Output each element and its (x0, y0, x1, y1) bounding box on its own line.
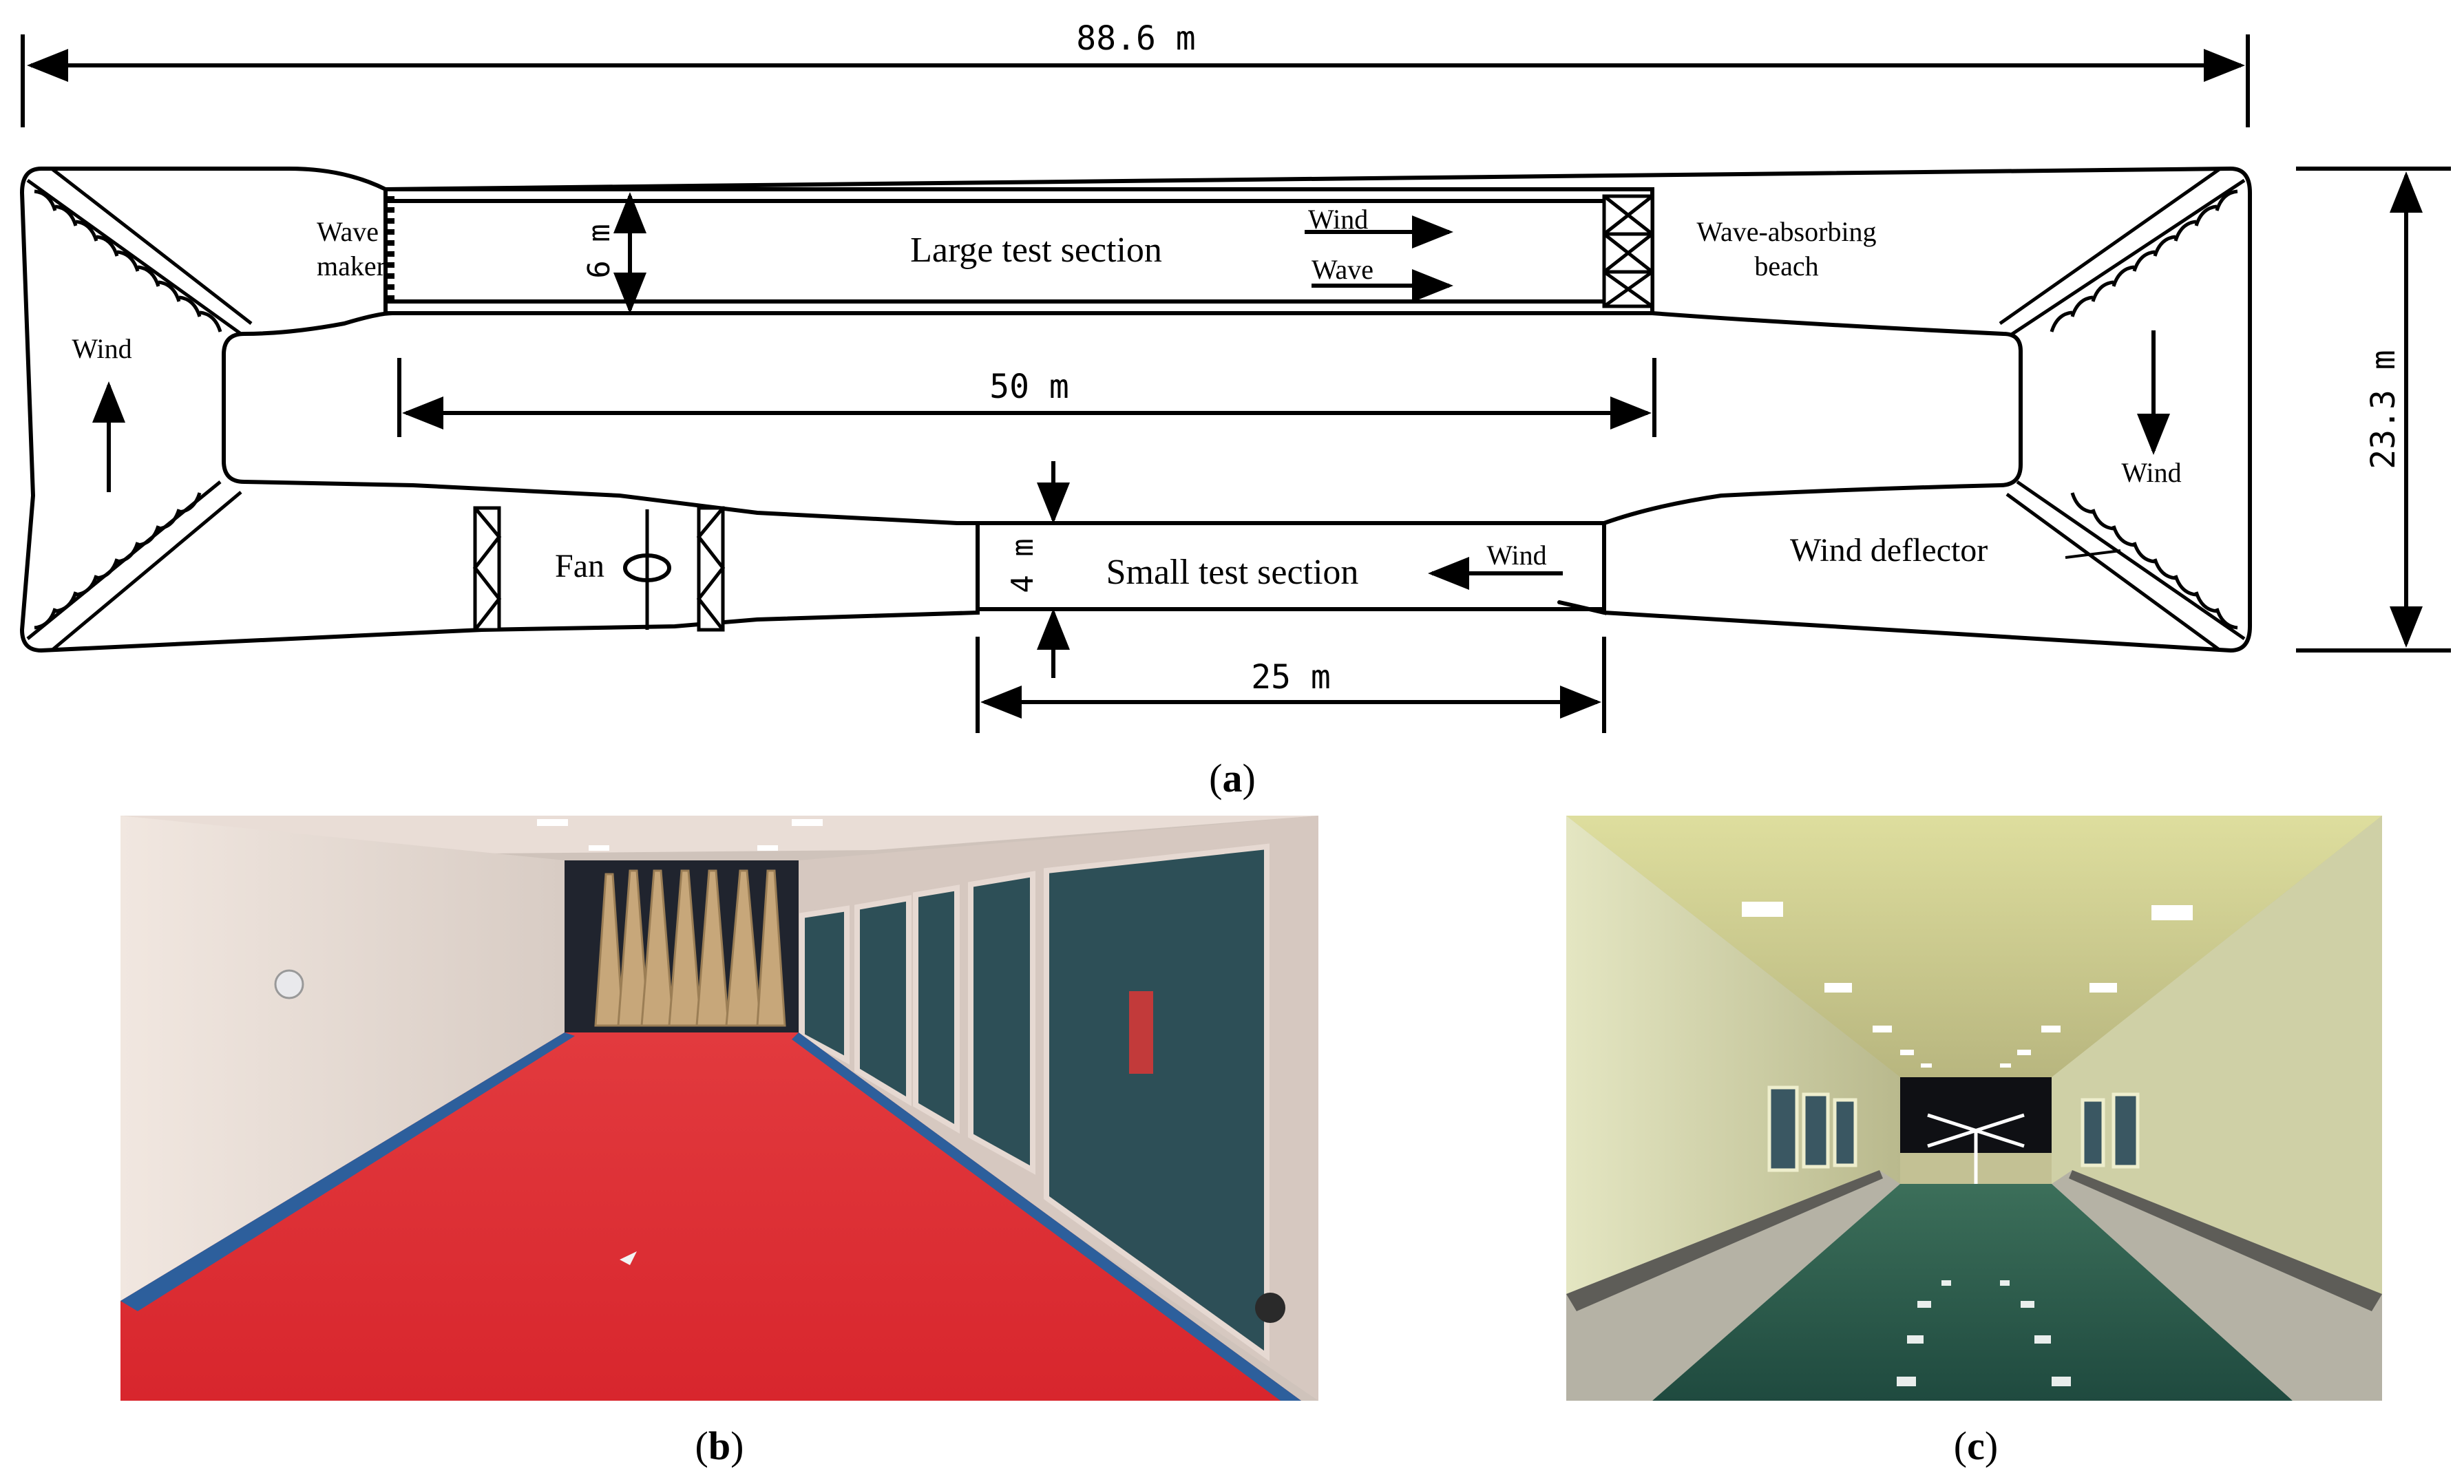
schematic-labels: 88.6 m Large test section Wave maker Wav… (72, 19, 2403, 697)
overall-length-label: 88.6 m (1076, 19, 1195, 58)
wave-label-top: Wave (1312, 254, 1373, 285)
wind-label-small: Wind (1486, 540, 1546, 571)
schematic-diagram (19, 34, 2451, 733)
wave-maker-label-1: Wave (317, 216, 379, 247)
beach-label-2: beach (1754, 251, 1818, 282)
wind-label-left: Wind (72, 333, 131, 364)
wind-label-right: Wind (2121, 457, 2181, 488)
fan-icon (623, 553, 671, 582)
large-length-label: 50 m (989, 368, 1069, 406)
wind-deflector-label: Wind deflector (1790, 532, 1988, 569)
small-test-section (976, 521, 1606, 611)
caption-b: (b) (695, 1423, 744, 1468)
overall-length-dimension (21, 34, 2250, 127)
large-height-label: 6 m (582, 224, 617, 278)
caption-a: (a) (1209, 756, 1256, 801)
photo-c (1566, 816, 2382, 1401)
small-height-label: 4 m (1005, 538, 1040, 593)
wave-maker-label-2: maker (317, 251, 386, 282)
fan-section (472, 506, 726, 632)
water-tank (1652, 1184, 2293, 1401)
fan-label: Fan (555, 548, 604, 584)
large-test-section-label: Large test section (910, 231, 1162, 270)
beach-label-1: Wave-absorbing (1696, 216, 1876, 247)
overall-width-label: 23.3 m (2364, 350, 2403, 469)
wind-label-top: Wind (1308, 204, 1368, 235)
wind-deflector-leader (2065, 549, 2121, 559)
wave-absorbing-beach (1602, 194, 1654, 308)
small-length-label: 25 m (1251, 658, 1331, 697)
photo-b (120, 816, 1318, 1401)
corner-vanes (26, 167, 2246, 653)
small-test-section-label: Small test section (1106, 553, 1359, 592)
inner-island (222, 311, 2023, 525)
caption-c: (c) (1954, 1423, 1998, 1468)
